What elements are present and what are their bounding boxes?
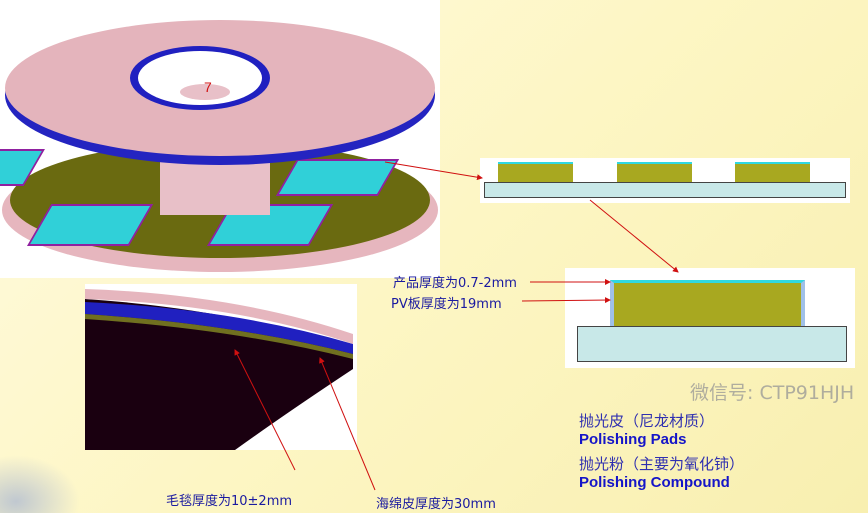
decorative-swoosh xyxy=(0,455,80,513)
product-thickness-label: 产品厚度为0.7-2mm xyxy=(393,276,517,291)
felt-thickness-label: 毛毯厚度为10±2mm xyxy=(166,494,293,509)
sponge-thickness-label: 海绵皮厚度为30mm xyxy=(376,497,496,512)
pad-cross-section xyxy=(85,284,357,450)
polishing-pad-cn: 抛光皮（尼龙材质） xyxy=(579,412,715,430)
polishing-machine-render: 7 xyxy=(0,0,440,278)
pv-plate-diagram xyxy=(480,158,850,203)
polishing-compound-cn: 抛光粉（主要为氧化铈） xyxy=(579,455,745,473)
product-detail-diagram xyxy=(565,268,855,368)
pv-thickness-label: PV板厚度为19mm xyxy=(391,297,502,312)
polishing-pad-en: Polishing Pads xyxy=(579,431,687,448)
watermark: 微信号: CTP91HJH xyxy=(690,382,855,404)
polishing-compound-en: Polishing Compound xyxy=(579,474,730,491)
disk-number: 7 xyxy=(204,79,212,95)
